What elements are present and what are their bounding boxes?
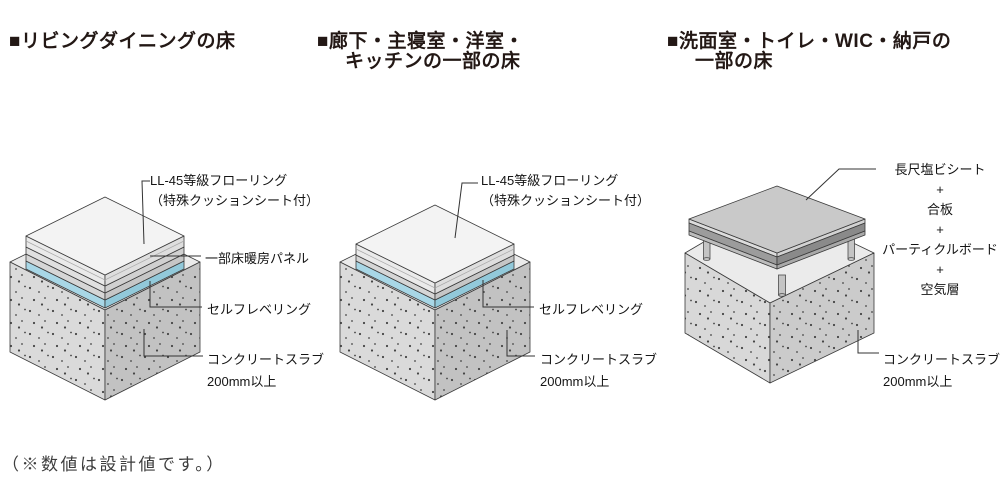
label-self-leveling-d2: セルフレベリング <box>539 302 644 317</box>
layer-stack-item: 合板 <box>926 202 953 217</box>
label-flooring-d2: LL-45等級フローリング （特殊クッションシート付） <box>481 171 650 210</box>
label-flooring-line1: LL-45等級フローリング <box>150 173 288 188</box>
label-slab-line1: コンクリートスラブ <box>207 352 325 367</box>
label-slab-line1: コンクリートスラブ <box>540 352 658 367</box>
layer-stack-labels-d3: 長尺塩ビシート + 合板 + パーティクルボード + 空気層 <box>874 160 1000 300</box>
diagram-washroom-toilet-floor <box>684 185 875 384</box>
footer-note: （※数値は設計値です。） <box>2 455 226 474</box>
layer-stack-plus: + <box>936 262 944 277</box>
heading-line-2: 一部の床 <box>695 51 774 72</box>
section-heading-washroom-toilet: ■洗面室・トイレ・WIC・納戸の 一部の床 <box>667 32 951 72</box>
label-slab-line1: コンクリートスラブ <box>883 352 1000 367</box>
label-slab-line2: 200mm以上 <box>207 374 277 389</box>
label-flooring-line2: （特殊クッションシート付） <box>150 192 320 208</box>
layer-stack-item: 長尺塩ビシート <box>894 162 986 177</box>
label-slab-line2: 200mm以上 <box>883 374 953 389</box>
label-concrete-slab-d1: コンクリートスラブ 200mm以上 <box>207 349 324 393</box>
heading-line-1: ■廊下・主寝室・洋室・ <box>317 31 524 52</box>
label-concrete-slab-d3: コンクリートスラブ 200mm以上 <box>883 349 1000 393</box>
layer-stack-item: 空気層 <box>920 282 960 297</box>
section-heading-living-dining: ■リビングダイニングの床 <box>9 32 235 52</box>
layer-stack-item: パーティクルボード <box>882 242 998 257</box>
diagram-hallway-bedroom-floor <box>339 204 531 401</box>
floor-panel-board <box>688 185 866 270</box>
layer-stack-plus: + <box>936 182 944 197</box>
label-flooring-line1: LL-45等級フローリング <box>481 173 619 188</box>
label-flooring-d1: LL-45等級フローリング （特殊クッションシート付） <box>150 171 319 210</box>
label-concrete-slab-d2: コンクリートスラブ 200mm以上 <box>540 349 657 393</box>
label-heating-panel-d1: 一部床暖房パネル <box>205 251 310 266</box>
label-self-leveling-d1: セルフレベリング <box>207 302 312 317</box>
layer-stack-plus: + <box>936 222 944 237</box>
heading-line-1: ■リビングダイニングの床 <box>9 31 236 52</box>
diagram-living-dining-floor <box>9 196 201 401</box>
heading-line-1: ■洗面室・トイレ・WIC・納戸の <box>667 31 952 52</box>
label-flooring-line2: （特殊クッションシート付） <box>481 192 651 208</box>
section-heading-hallway-bedroom: ■廊下・主寝室・洋室・ キッチンの一部の床 <box>317 32 524 72</box>
heading-line-2: キッチンの一部の床 <box>345 51 521 72</box>
label-slab-line2: 200mm以上 <box>540 374 610 389</box>
